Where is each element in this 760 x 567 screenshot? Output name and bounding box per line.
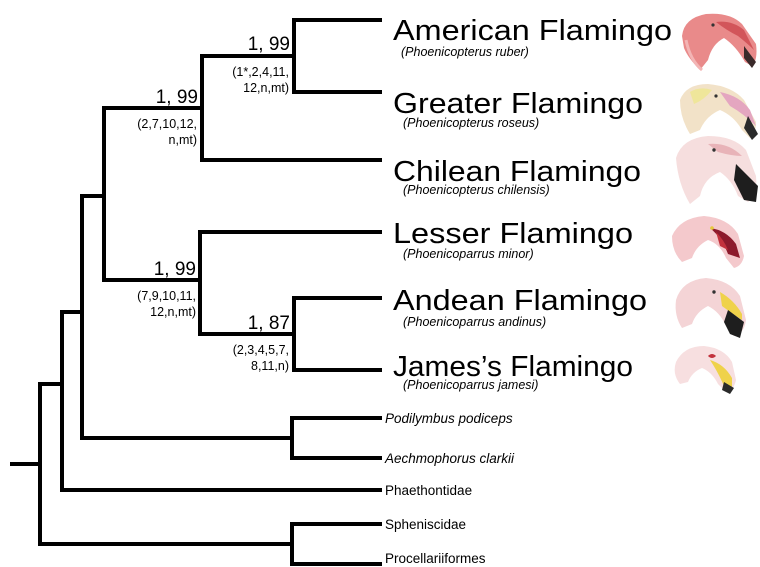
american-flamingo-name: American Flamingo bbox=[393, 15, 672, 47]
outgroup-procellariiformes: Procellariiformes bbox=[385, 551, 486, 566]
chars-andean-james-2: 8,11,n) bbox=[251, 359, 289, 373]
chilean-flamingo-name: Chilean Flamingo bbox=[393, 156, 641, 188]
node-labels: 1, 99 (1*,2,4,11, 12,n,mt) 1, 99 (2,7,10… bbox=[137, 34, 290, 373]
andean-flamingo-name: Andean Flamingo bbox=[393, 285, 647, 317]
support-phoenicoparrus: 1, 99 bbox=[154, 259, 196, 280]
support-phoenicopterus: 1, 99 bbox=[156, 87, 198, 108]
outgroup-phaethontidae: Phaethontidae bbox=[385, 483, 472, 498]
chars-american-greater-1: (1*,2,4,11, bbox=[232, 65, 289, 79]
greater-flamingo-name: Greater Flamingo bbox=[393, 88, 643, 120]
james-flamingo-scientific: (Phoenicoparrus jamesi) bbox=[403, 378, 538, 392]
support-andean-james: 1, 87 bbox=[248, 313, 290, 334]
american-flamingo-head-icon bbox=[682, 13, 757, 72]
chars-andean-james-1: (2,3,4,5,7, bbox=[233, 343, 289, 357]
chars-phoenicopterus-2: n,mt) bbox=[169, 133, 197, 147]
chilean-flamingo-head-icon bbox=[676, 136, 758, 204]
greater-flamingo-scientific: (Phoenicopterus roseus) bbox=[403, 116, 539, 130]
andean-flamingo-scientific: (Phoenicoparrus andinus) bbox=[403, 315, 546, 329]
chilean-flamingo-scientific: (Phoenicopterus chilensis) bbox=[403, 183, 550, 197]
andean-flamingo-head-icon bbox=[675, 278, 746, 338]
support-american-greater: 1, 99 bbox=[248, 34, 290, 55]
james-flamingo-name: James’s Flamingo bbox=[393, 351, 633, 383]
chars-american-greater-2: 12,n,mt) bbox=[243, 81, 289, 95]
outgroup-labels: Podilymbus podiceps Aechmophorus clarkii… bbox=[384, 411, 515, 566]
lesser-flamingo-name: Lesser Flamingo bbox=[393, 218, 633, 250]
chars-phoenicoparrus-2: 12,n,mt) bbox=[150, 305, 196, 319]
american-flamingo-scientific: (Phoenicopterus ruber) bbox=[401, 45, 529, 59]
outgroup-podilymbus: Podilymbus podiceps bbox=[385, 411, 513, 426]
lesser-flamingo-scientific: (Phoenicoparrus minor) bbox=[403, 247, 534, 261]
outgroup-spheniscidae: Spheniscidae bbox=[385, 517, 466, 532]
tree-branches bbox=[10, 18, 382, 566]
flamingo-labels: American Flamingo (Phoenicopterus ruber)… bbox=[393, 15, 672, 392]
greater-flamingo-head-icon bbox=[680, 84, 758, 140]
james-flamingo-head-icon bbox=[674, 346, 736, 394]
chars-phoenicoparrus-1: (7,9,10,11, bbox=[137, 289, 196, 303]
outgroup-aechmophorus: Aechmophorus clarkii bbox=[384, 451, 515, 466]
chars-phoenicopterus-1: (2,7,10,12, bbox=[137, 117, 197, 131]
lesser-flamingo-head-icon bbox=[672, 216, 744, 268]
